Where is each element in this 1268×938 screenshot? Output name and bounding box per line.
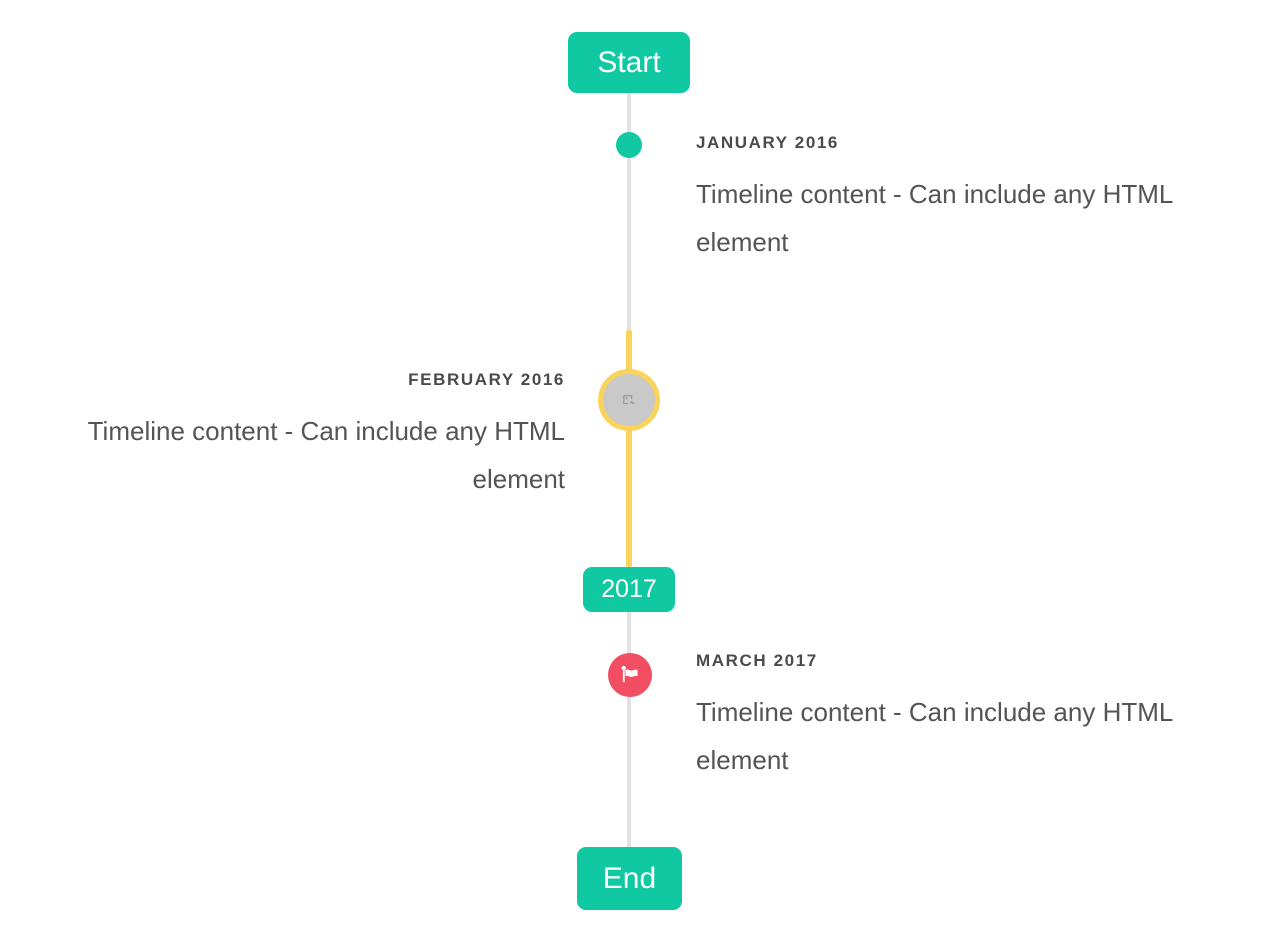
broken-image-icon [622, 393, 636, 407]
timeline-start-badge: Start [568, 32, 690, 93]
timeline-end-badge: End [577, 847, 682, 910]
timeline-year-badge: 2017 [583, 567, 675, 612]
timeline-entry-march: MARCH 2017 Timeline content - Can includ… [696, 650, 1226, 784]
end-label: End [602, 861, 657, 895]
year-label: 2017 [601, 575, 657, 603]
entry-title-march: MARCH 2017 [696, 651, 818, 670]
entry-title-january: JANUARY 2016 [696, 133, 839, 152]
event-flag-marker-march[interactable] [608, 653, 652, 697]
entry-content-february: Timeline content - Can include any HTML … [87, 416, 565, 494]
timeline-line-highlight [626, 330, 632, 567]
start-label: Start [597, 45, 661, 79]
event-image-marker-february[interactable] [598, 369, 660, 431]
timeline-entry-february: FEBRUARY 2016 Timeline content - Can inc… [35, 369, 565, 503]
event-dot-marker-january[interactable] [616, 132, 642, 158]
entry-content-january: Timeline content - Can include any HTML … [696, 179, 1173, 257]
timeline-entry-january: JANUARY 2016 Timeline content - Can incl… [696, 132, 1226, 266]
entry-content-march: Timeline content - Can include any HTML … [696, 697, 1173, 775]
flag-icon [619, 664, 641, 686]
entry-title-february: FEBRUARY 2016 [408, 370, 565, 389]
